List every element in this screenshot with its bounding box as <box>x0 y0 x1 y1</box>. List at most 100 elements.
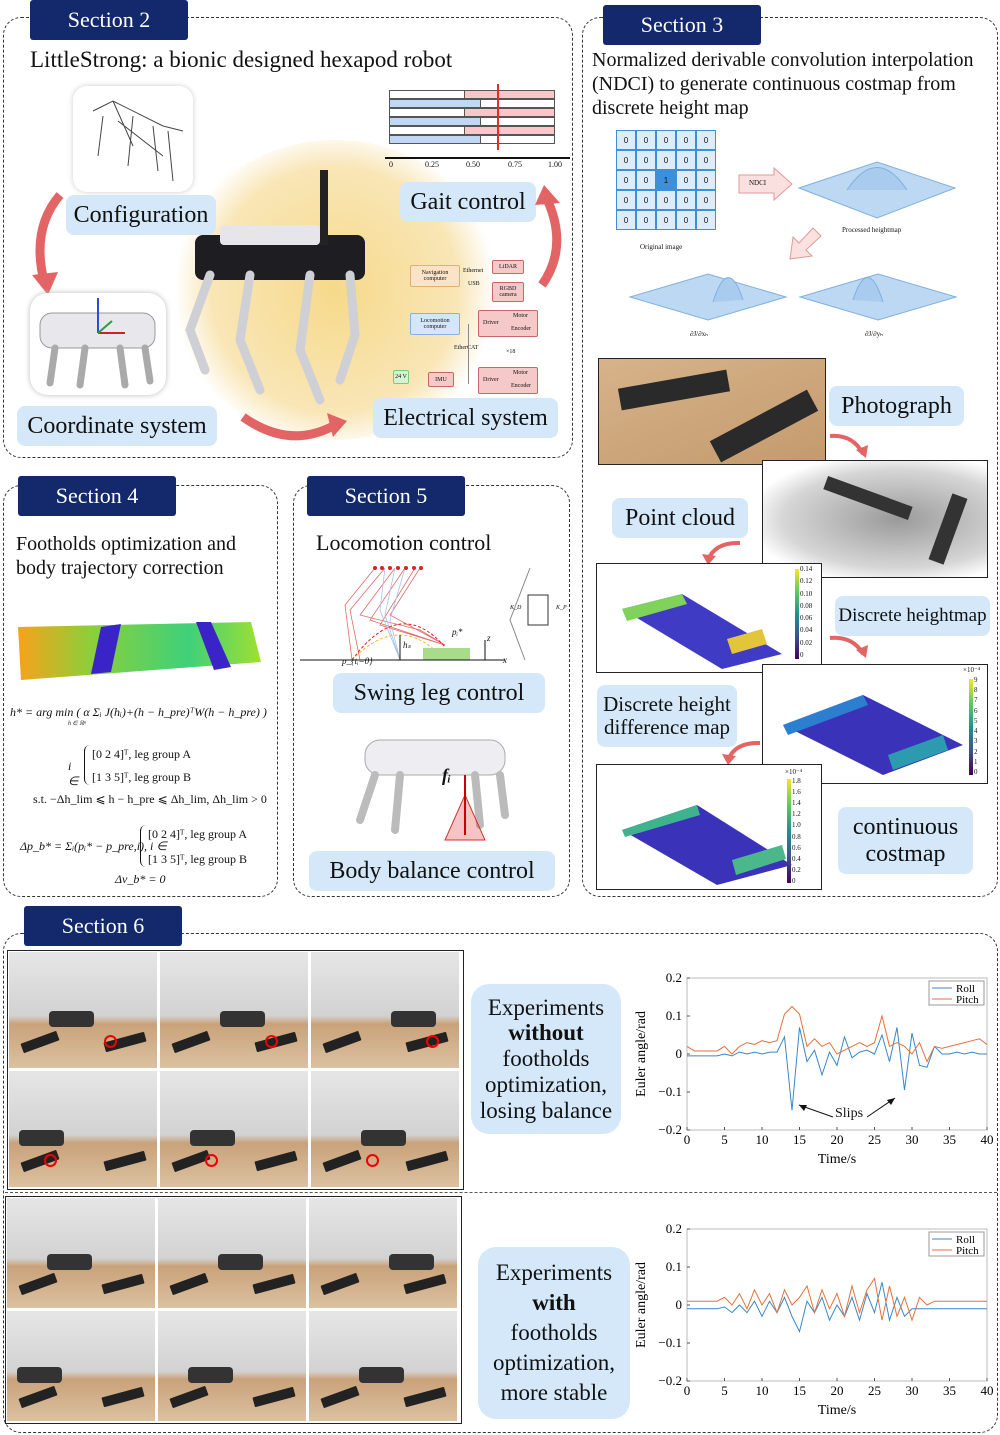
start-foothold-label: p_{tᵢ=0} <box>342 656 373 666</box>
colorbar-tick: 8 <box>974 686 978 695</box>
electrical-diagram: Navigation computer Ethernet USB LiDAR R… <box>388 255 548 395</box>
label-line: optimization, <box>484 1071 607 1097</box>
colorbar-tick: 0.2 <box>792 865 801 874</box>
grid-cell: 0 <box>676 170 696 190</box>
x-axis-label: Time/s <box>818 1403 856 1418</box>
label-line: footholds <box>510 1320 598 1346</box>
point-cloud-label: Point cloud <box>612 498 748 538</box>
electrical-system-label: Electrical system <box>373 398 558 438</box>
robot-figure <box>391 1011 436 1027</box>
experiment-photos-with <box>5 1196 462 1424</box>
y-tick-label: 0 <box>676 1297 683 1312</box>
flow-arrow <box>722 740 761 765</box>
label-line: footholds <box>502 1046 590 1072</box>
slip-marker <box>366 1153 379 1167</box>
swing-leg-control-label: Swing leg control <box>333 673 545 713</box>
velocity-equation: Δv_b* = 0 <box>115 872 166 886</box>
slip-marker <box>265 1034 278 1048</box>
section-3-tab: Section 3 <box>603 5 761 45</box>
label-line-emphasis: with <box>532 1290 576 1316</box>
optimization-equation: h* = arg min ( α Σᵢ J(hᵢ)+(h − h_pre)ᵀW(… <box>10 705 267 719</box>
grid-cell: 0 <box>616 210 636 230</box>
experiment-frame <box>8 951 158 1069</box>
x-axis-label: Time/s <box>818 1152 856 1167</box>
configuration-label: Configuration <box>66 195 216 235</box>
colorbar-tick: 0.4 <box>792 854 801 863</box>
experiment-frame <box>157 1197 307 1309</box>
continuous-costmap-text: continuous costmap <box>852 814 959 867</box>
swing-height-label: hₛ <box>403 640 411 650</box>
label-line: optimization, <box>492 1349 615 1375</box>
colorbar-tick: 0 <box>792 877 796 885</box>
swing-leg-diagram <box>300 566 549 661</box>
legend-label: Pitch <box>956 994 979 1006</box>
damping-label: K_D <box>510 605 522 611</box>
colorbar-tick: 0.04 <box>800 626 813 635</box>
coordinate-system-image <box>30 293 166 395</box>
configuration-image <box>73 86 193 192</box>
encoder-label: Encoder <box>511 383 531 389</box>
point-cloud-image <box>762 460 988 578</box>
label-line: Experiments <box>495 1260 613 1286</box>
ndci-arrow: NDCI <box>738 166 793 202</box>
ethernet-label: Ethernet <box>463 268 484 274</box>
photograph-label: Photograph <box>829 386 964 426</box>
series-line-pitch <box>686 1005 988 1063</box>
battery-box: 24 V <box>393 370 409 384</box>
encoder-label: Encoder <box>511 326 531 332</box>
colorbar-tick: 0.14 <box>800 565 813 573</box>
y-tick-label: 0.1 <box>666 1259 682 1274</box>
cycle-arrow-left <box>32 192 64 295</box>
y-tick-label: −0.1 <box>658 1084 682 1099</box>
locomotion-computer-box: Locomotion computer <box>410 313 460 335</box>
slips-annotation: Slips <box>835 1106 864 1121</box>
section-6-tab: Section 6 <box>24 906 182 946</box>
experiment-with-label: Experiments with footholds optimization,… <box>478 1247 630 1419</box>
x-axis-label: x <box>503 655 507 665</box>
y-tick-label: −0.1 <box>658 1335 682 1350</box>
gait-axis-tick: 0.25 <box>425 160 439 169</box>
series-line-roll <box>687 1282 987 1334</box>
z-axis-label: z <box>487 633 491 643</box>
discrete-heightmap-label: Discrete heightmap <box>835 596 990 636</box>
experiment-frame <box>6 1197 156 1309</box>
x-tick-label: 15 <box>793 1383 806 1398</box>
motor-label: Motor <box>513 313 528 319</box>
colorbar-tick: 3 <box>974 737 978 746</box>
colorbar-tick: 9 <box>974 676 978 684</box>
x-tick-label: 0 <box>684 1132 691 1147</box>
gait-axis-tick: 0 <box>389 160 393 169</box>
section-3-title: Normalized derivable convolution interpo… <box>592 49 974 119</box>
foothold-pointcloud-image <box>16 612 261 680</box>
x-tick-label: 10 <box>756 1383 769 1398</box>
y-tick-label: 0.1 <box>666 1008 682 1023</box>
x-tick-label: 30 <box>906 1132 919 1147</box>
colorbar-tick: 0.06 <box>800 614 813 623</box>
gait-axis-tick: 0.75 <box>508 160 522 169</box>
colorbar-tick: 1.6 <box>792 788 801 797</box>
grid-cell: 0 <box>696 130 716 150</box>
slip-marker <box>426 1034 439 1048</box>
optimization-subscript: h ∈ ℝⁿ <box>68 721 86 727</box>
driver-label: Driver <box>483 377 499 383</box>
stiffness-label: K_P <box>556 605 567 611</box>
height-difference-map-label: Discrete height difference map <box>597 685 737 747</box>
robot-figure <box>361 1130 406 1146</box>
x-tick-label: 35 <box>943 1383 956 1398</box>
colorbar-tick: 0.02 <box>800 638 813 647</box>
down-arrow <box>789 227 822 260</box>
x18-label: ×18 <box>506 349 516 355</box>
colorbar-tick: 6 <box>974 706 978 715</box>
gradient-y-surface <box>798 273 958 321</box>
series-line-pitch <box>687 1277 987 1322</box>
body-position-equation: Δp_b* = Σᵢ(pᵢ* − p_pre,i), i ∈ <box>20 839 167 853</box>
contact-force-label: fᵢ <box>442 765 452 785</box>
gait-diagram <box>389 84 559 150</box>
colorbar-tick: 1.0 <box>792 821 801 830</box>
grid-cell: 0 <box>696 150 716 170</box>
section-2-title: LittleStrong: a bionic designed hexapod … <box>30 47 453 72</box>
ethercat-label: EtherCAT <box>454 345 479 351</box>
x-tick-label: 40 <box>981 1132 994 1147</box>
